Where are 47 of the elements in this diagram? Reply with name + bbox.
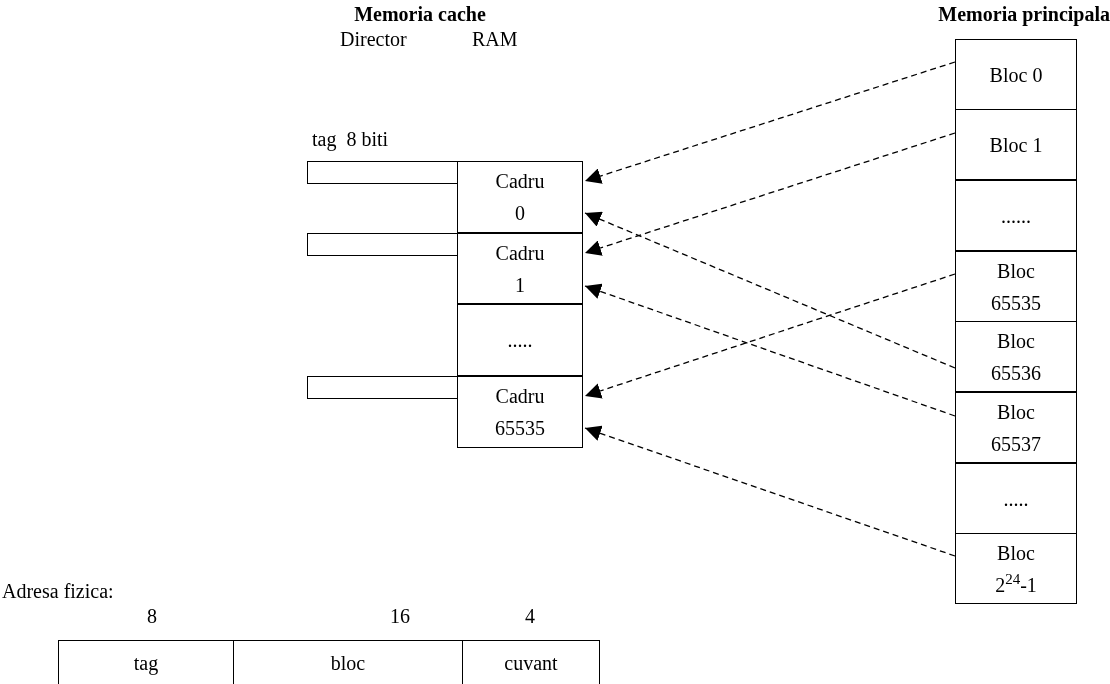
node-label: bloc xyxy=(329,651,367,676)
node-label: Bloc 0 xyxy=(988,62,1044,88)
cache-frame xyxy=(457,304,583,376)
node-label: Bloc 65537 xyxy=(990,399,1042,457)
text-label: Director xyxy=(340,27,408,52)
text-label: 16 xyxy=(389,604,411,629)
node-label: Bloc 1 xyxy=(988,132,1044,158)
memory-block xyxy=(955,463,1077,534)
text-label: Adresa fizica: xyxy=(2,579,115,604)
dashed-arrow xyxy=(584,132,956,256)
memory-block xyxy=(955,321,1077,392)
cache-frame xyxy=(457,233,583,304)
memory-block xyxy=(955,533,1077,604)
dashed-arrow xyxy=(584,283,956,417)
tag-field xyxy=(307,376,458,399)
node-label: ..... xyxy=(1002,486,1030,512)
text-label: RAM xyxy=(472,27,519,52)
node-label: Bloc 65535 xyxy=(990,258,1042,316)
dashed-arrow xyxy=(584,425,956,557)
node-label: ...... xyxy=(1000,203,1032,229)
node-label: Cadru 1 xyxy=(494,240,546,298)
text-label: 8 xyxy=(146,604,158,629)
node-label: tag xyxy=(132,651,160,677)
memory-block xyxy=(955,180,1077,251)
memory-block xyxy=(955,39,1077,110)
tag-field xyxy=(307,233,458,256)
dashed-arrow xyxy=(584,273,956,399)
node-label: Cadru 65535 xyxy=(494,384,546,441)
node-label: ..... xyxy=(506,328,534,353)
text-label: 4 xyxy=(524,604,536,629)
node-label: Bloc 2$^{24}$-1 xyxy=(994,540,1038,598)
memory-block xyxy=(955,392,1077,463)
node-label: Cadru 0 xyxy=(494,169,546,226)
node-label: Bloc 65536 xyxy=(990,328,1042,386)
dashed-arrow xyxy=(584,211,956,369)
address-field xyxy=(58,640,234,684)
section-heading: Memoria principala xyxy=(937,2,1110,27)
node-label: cuvant xyxy=(503,651,559,676)
cache-frame xyxy=(457,376,583,448)
memory-block xyxy=(955,109,1077,180)
address-field xyxy=(462,640,600,684)
text-label: tag 8 biti xyxy=(312,127,390,152)
section-heading: Memoria cache xyxy=(353,2,487,27)
memory-block xyxy=(955,251,1077,322)
tag-field xyxy=(307,161,458,184)
cache-frame xyxy=(457,161,583,233)
dashed-arrow xyxy=(584,61,956,184)
